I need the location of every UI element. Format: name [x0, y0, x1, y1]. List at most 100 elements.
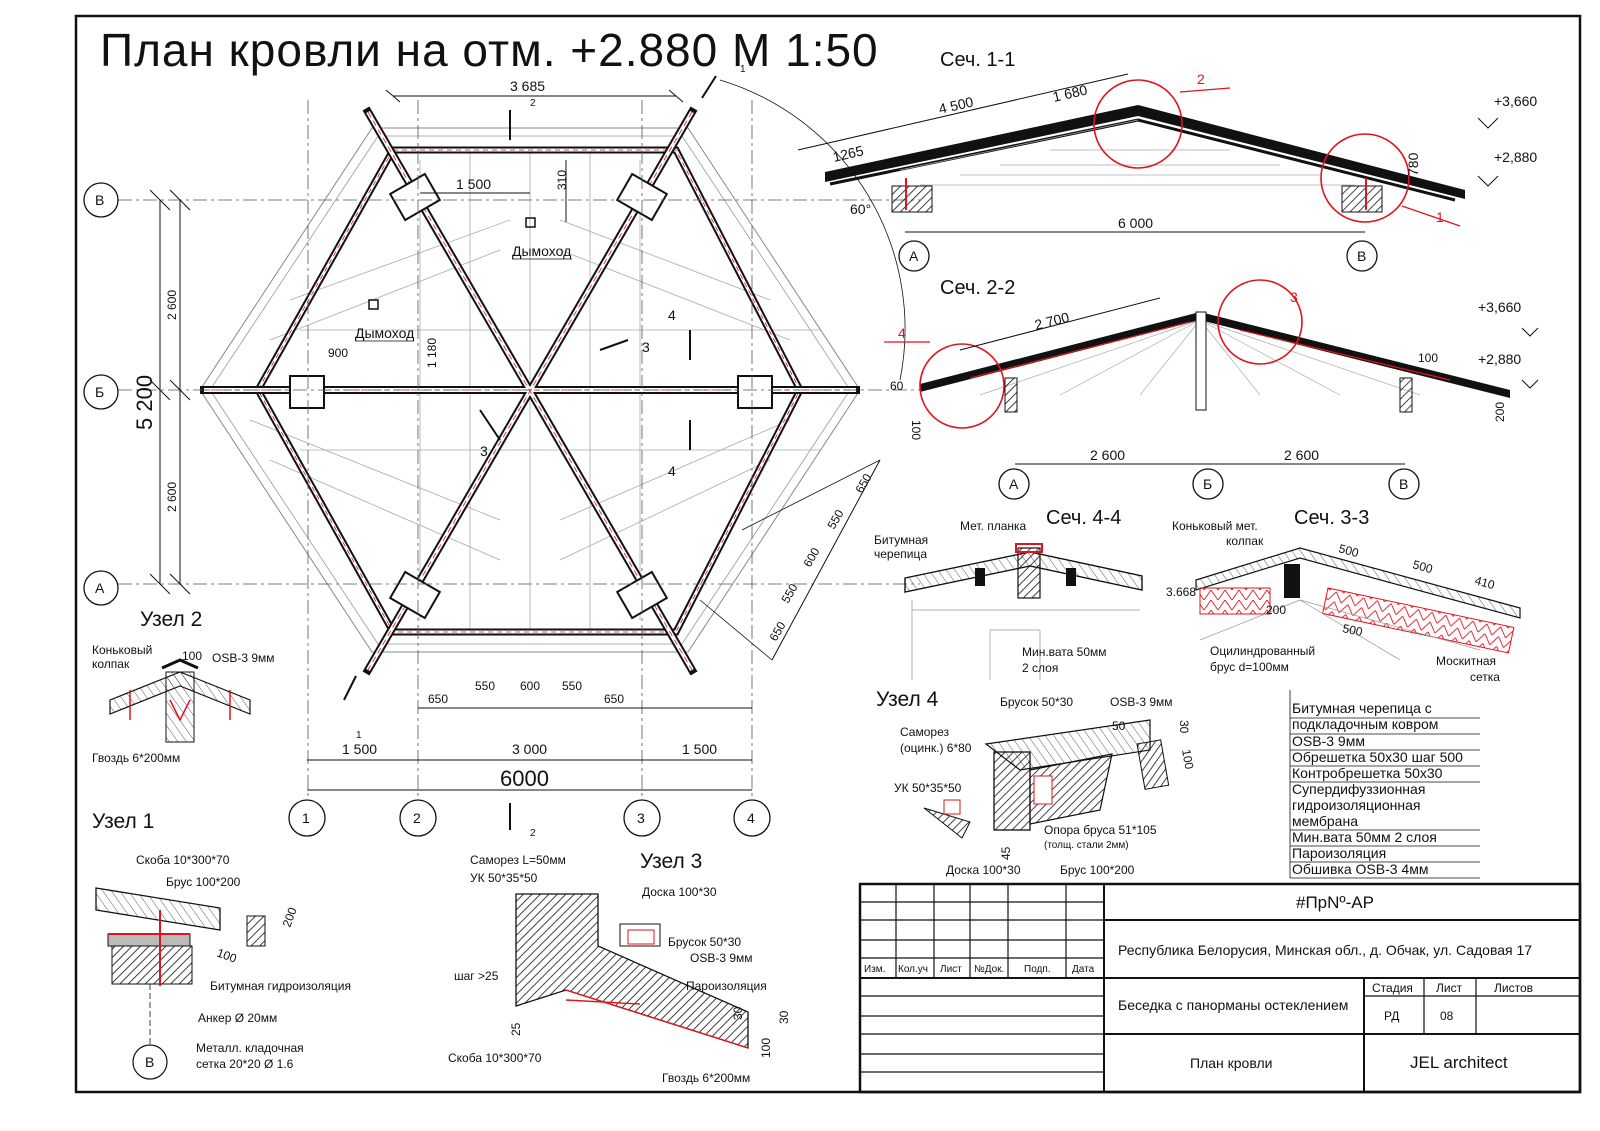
- stamp-company: JEL architect: [1410, 1053, 1508, 1072]
- dim: 500: [1411, 557, 1434, 576]
- callout-label: 1: [1436, 209, 1444, 225]
- dim-span-2: 2 600: [1284, 447, 1319, 463]
- dim-bottom-d: 550: [562, 679, 582, 693]
- layer-item: Обрешетка 50х30 шаг 500: [1292, 749, 1463, 765]
- label: 2 слоя: [1022, 661, 1058, 675]
- dim: 200: [1266, 603, 1286, 617]
- dim-diag-e: 650: [766, 619, 788, 644]
- uzel-3: Узел 3 Саморез L=50мм УК 50*35*50 Доска …: [448, 850, 791, 1085]
- label: Гвоздь 6*200мм: [92, 751, 180, 765]
- dim-bottom-c: 600: [520, 679, 540, 693]
- label: сетка: [1470, 670, 1500, 684]
- section-4-4: Сеч. 4-4 Мет. планка Битумная черепица М…: [874, 507, 1143, 680]
- layer-item: подкладочным ковром: [1292, 716, 1438, 732]
- detail-title: Узел 4: [876, 688, 939, 711]
- label: брус d=100мм: [1210, 660, 1289, 674]
- stamp-address: Республика Белорусия, Минская обл., д. О…: [1118, 942, 1532, 958]
- dim-bottom-e: 650: [604, 692, 624, 706]
- label: OSB-3 9мм: [690, 951, 753, 965]
- level-mark: +3,660: [1478, 299, 1521, 315]
- axis-label: В: [145, 1054, 154, 1070]
- detail-title: Узел 1: [92, 810, 154, 833]
- dim-chimney-height: 310: [555, 170, 569, 190]
- dim-diag-c: 600: [800, 545, 822, 570]
- label: Анкер Ø 20мм: [198, 1011, 277, 1025]
- label: 100: [182, 649, 202, 663]
- callout-label: 3: [1290, 289, 1298, 305]
- dim-chimney-width: 1 500: [456, 176, 491, 192]
- stamp-col-header: Подп.: [1024, 964, 1051, 975]
- cut-mark-label: 4: [668, 463, 676, 479]
- label: (оцинк.) 6*80: [900, 741, 972, 755]
- layer-item: Пароизоляция: [1292, 845, 1386, 861]
- label: Битумная гидроизоляция: [210, 979, 351, 993]
- callout-label: 4: [898, 325, 906, 341]
- section-3-3: Сеч. 3-3 Коньковый мет. колпак Оцилиндро…: [1166, 507, 1521, 684]
- detail-title: Узел 3: [640, 850, 702, 873]
- stamp-sheet-label: Лист: [1436, 981, 1463, 995]
- label: Пароизоляция: [686, 979, 767, 993]
- row-axis-bubbles: В Б А: [83, 182, 119, 606]
- dim-d3: 100: [909, 420, 923, 440]
- section-2-2: Сеч. 2-2 4 3 2 700 100 200 100 60 2 600 …: [884, 277, 1539, 500]
- axis-label: В: [1357, 248, 1366, 264]
- dim-slope: 4 500: [937, 93, 975, 117]
- dim-slope: 2 700: [1033, 309, 1071, 333]
- label: 45: [999, 846, 1013, 860]
- layer-item: OSB-3 9мм: [1292, 733, 1365, 749]
- dim-span: 6 000: [1118, 215, 1153, 231]
- layer-item: гидроизоляционная: [1292, 797, 1420, 813]
- dim-diag-d: 550: [778, 581, 800, 606]
- stamp-col-header: Дата: [1072, 964, 1095, 975]
- label: Брус 100*200: [166, 875, 241, 889]
- label: Скоба 10*300*70: [448, 1051, 542, 1065]
- label: колпак: [1226, 534, 1264, 548]
- label: OSB-3 9мм: [212, 651, 275, 665]
- dim-bottom-right: 1 500: [682, 741, 717, 757]
- label: Оцилиндрованный: [1210, 644, 1315, 658]
- sheet-frame: [74, 14, 1582, 1094]
- dim-bottom-left: 1 500: [342, 741, 377, 757]
- layer-item: Мин.вата 50мм 2 слоя: [1292, 829, 1437, 845]
- dim-half-2: 2 600: [165, 482, 179, 512]
- uzel-1: Узел 1 Скоба 10*300*70 Брус 100*200 200 …: [92, 810, 351, 1080]
- axis-row-label: Б: [95, 384, 104, 400]
- dim: 410: [1473, 573, 1496, 592]
- label: 100: [215, 946, 239, 966]
- chimney-box-1: [525, 217, 536, 228]
- label: Гвоздь 6*200мм: [662, 1071, 750, 1085]
- label: Мин.вата 50мм: [1022, 645, 1107, 659]
- stamp-stage-label: Стадия: [1372, 981, 1413, 995]
- layer-item: Обшивка OSB-3 4мм: [1292, 861, 1428, 877]
- dim-small: 900: [328, 346, 348, 360]
- layer-item: Битумная черепица с: [1292, 700, 1432, 716]
- label: 100: [1179, 748, 1196, 770]
- label: Битумная: [874, 533, 928, 547]
- label: 50: [1112, 719, 1126, 733]
- label: Опора бруса 51*105: [1044, 823, 1157, 837]
- callout-circle: [919, 343, 1005, 429]
- dim-diag-a: 650: [852, 471, 874, 496]
- section-1-1: Сеч. 1-1 2 1 4 500 1 680 1265 780 6 000 …: [719, 49, 1537, 381]
- axis-col-label: 4: [747, 810, 755, 826]
- cut-mark-label: 2: [530, 98, 536, 109]
- dim-top: 3 685: [510, 78, 545, 94]
- stamp-col-header: №Док.: [974, 964, 1004, 975]
- section-title: Сеч. 4-4: [1046, 507, 1121, 529]
- section-title: Сеч. 1-1: [940, 49, 1015, 71]
- label: (толщ. стали 2мм): [1044, 840, 1129, 851]
- label: 200: [280, 905, 300, 929]
- label: Брусок 50*30: [1000, 695, 1073, 709]
- dim-d1: 100: [1418, 351, 1438, 365]
- dim-span-1: 2 600: [1090, 447, 1125, 463]
- label: черепица: [874, 547, 927, 561]
- level-mark: +2,880: [1494, 149, 1537, 165]
- label: 100: [759, 1038, 773, 1058]
- label: УК 50*35*50: [470, 871, 538, 885]
- chimney-label-2: Дымоход: [355, 325, 414, 341]
- label: Москитная: [1436, 654, 1496, 668]
- cut-mark-label: 2: [530, 828, 536, 839]
- axis-col-label: 2: [413, 810, 421, 826]
- label: колпак: [92, 657, 130, 671]
